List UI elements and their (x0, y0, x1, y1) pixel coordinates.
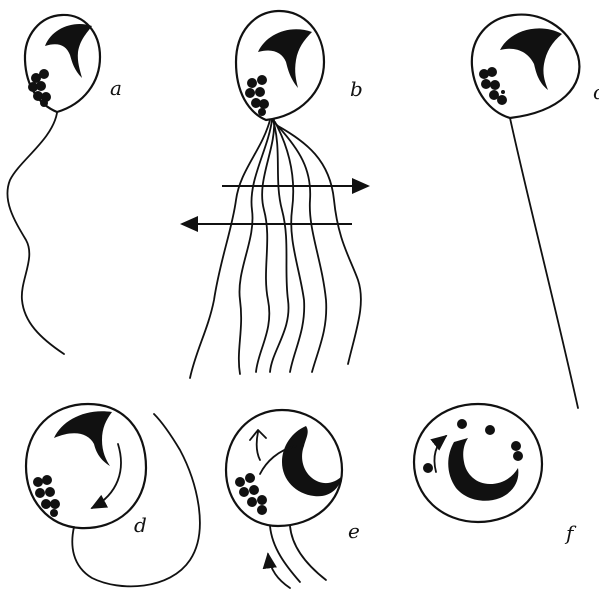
label-d: d (134, 513, 147, 537)
cell-body-b (236, 11, 324, 120)
crescent-nucleus-d (54, 411, 112, 466)
panel-d: d (26, 404, 200, 586)
flagellum-a (7, 113, 64, 354)
panel-b: b (182, 11, 368, 378)
panel-c: c (472, 15, 599, 408)
label-f: f (564, 521, 577, 545)
granules-d (33, 475, 60, 517)
crescent-nucleus-f (448, 438, 518, 501)
crescent-nucleus-c (500, 28, 562, 90)
label-b: b (350, 77, 363, 101)
label-e: e (348, 519, 360, 543)
motion-arrow-e (268, 554, 290, 588)
curved-arrow-d (92, 444, 121, 508)
cell-body-f (414, 404, 542, 522)
cell-body-c (472, 15, 580, 118)
flagellum-e-right (290, 526, 326, 580)
granules-b (245, 75, 269, 116)
panel-e: e (226, 410, 360, 588)
arrow-tip-e (250, 430, 266, 460)
flagellum-c (510, 118, 578, 408)
label-a: a (110, 76, 122, 100)
flagella-bundle-b (190, 120, 361, 378)
panel-f: f (414, 404, 577, 545)
panel-a: a (7, 15, 122, 354)
curved-arrow-f (434, 436, 446, 472)
crescent-nucleus-a (45, 24, 92, 78)
label-c: c (593, 80, 599, 104)
